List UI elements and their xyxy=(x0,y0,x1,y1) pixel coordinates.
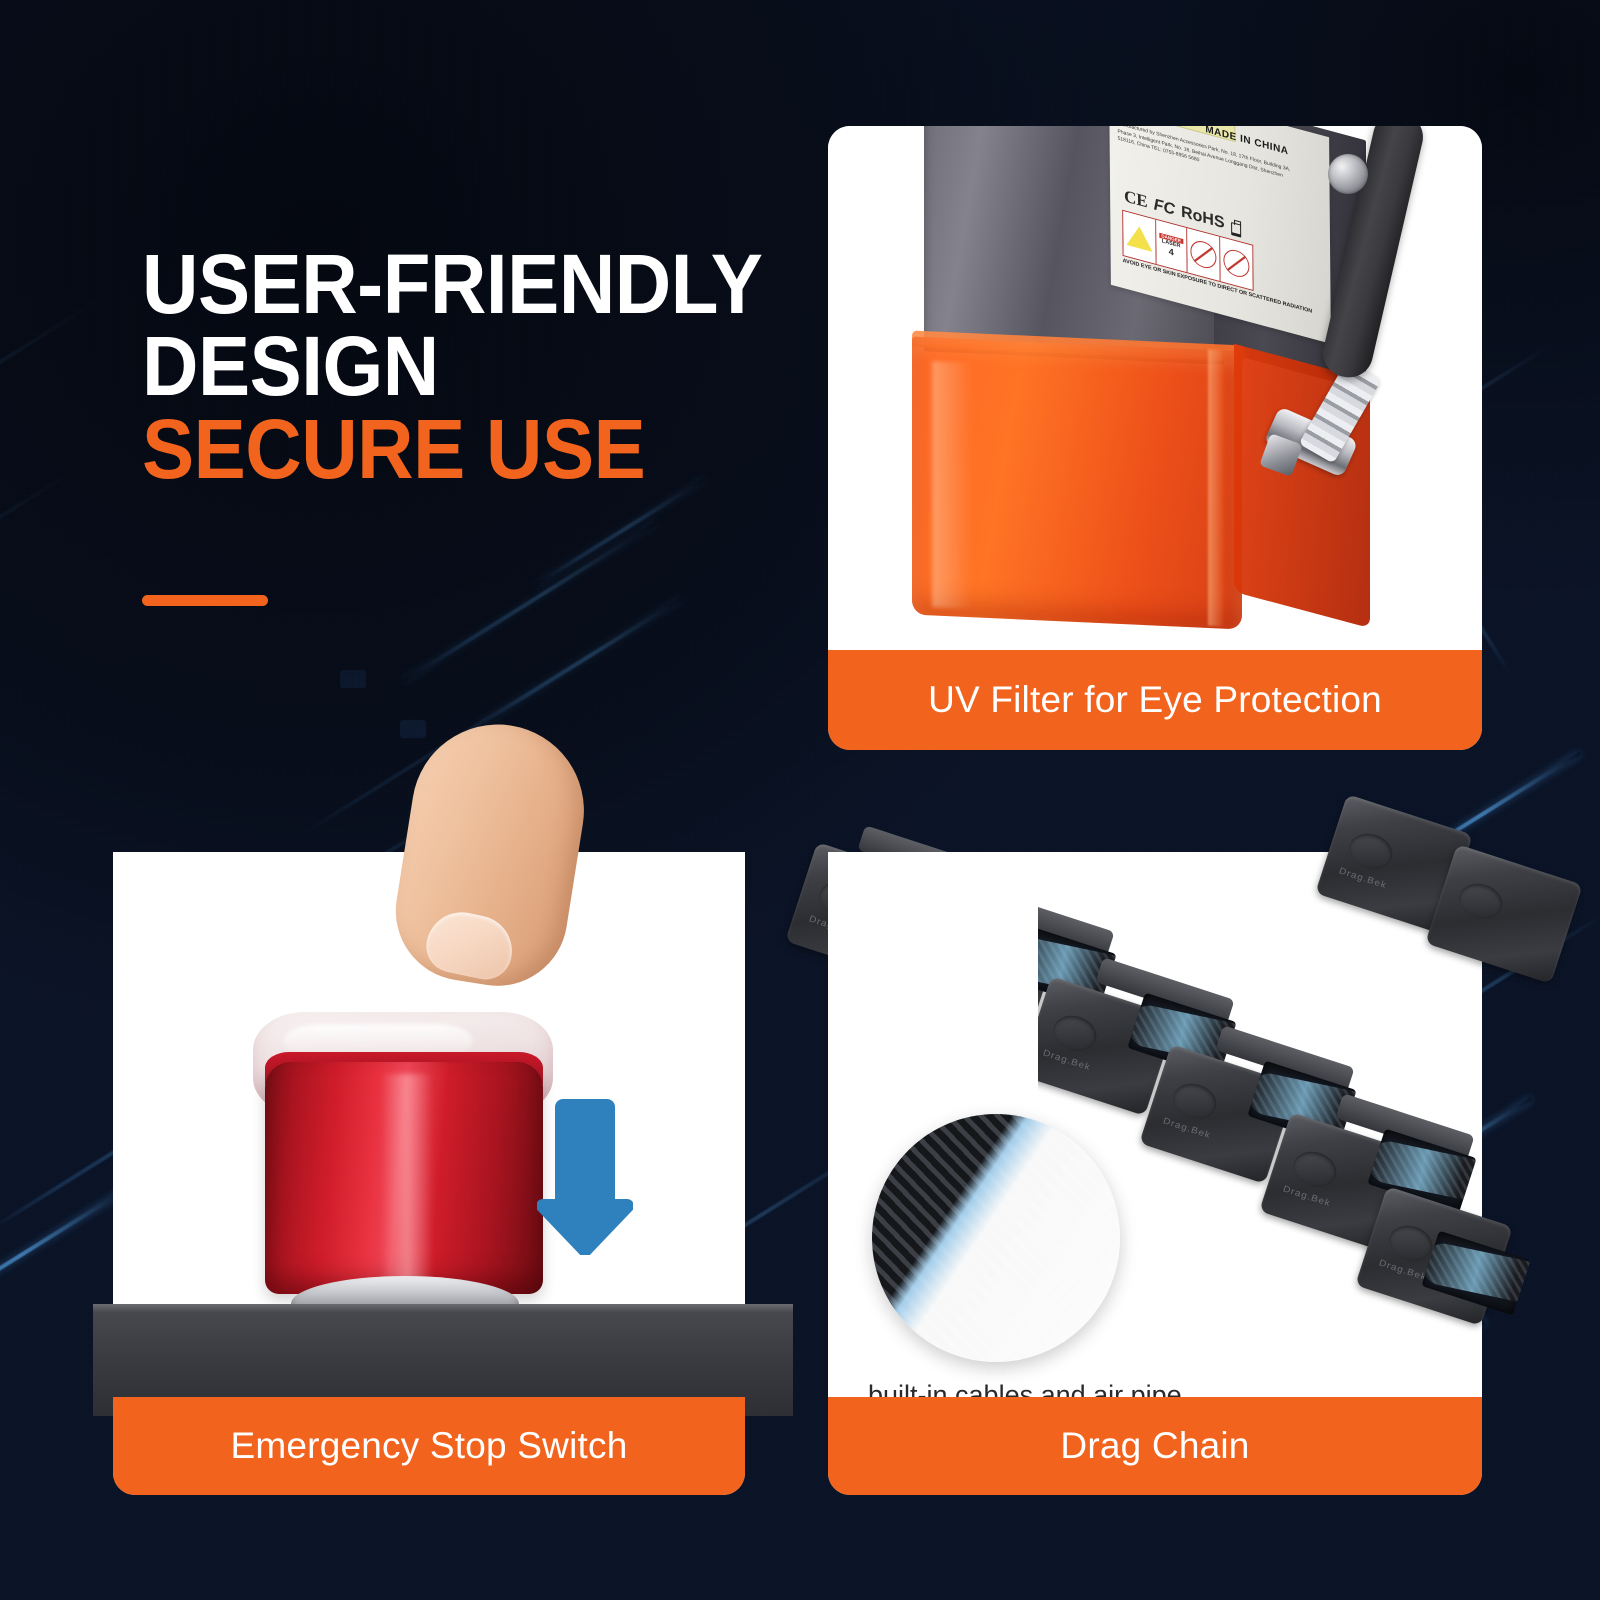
hazard-cell-symbol xyxy=(1123,211,1157,264)
panel-uv-filter: Complies with IEC 60825-1 MADE IN CHINA … xyxy=(828,126,1482,750)
label-laser-class: 4 xyxy=(1168,245,1174,258)
drag-chain-image: Drag.Bek Drag.Bek Drag.Bek xyxy=(785,794,1583,1412)
housing-screw-icon xyxy=(1328,154,1368,194)
uv-shield-corner-edge xyxy=(1208,349,1224,627)
hazard-cell-no-skin xyxy=(1219,236,1253,290)
hazard-cell-class: DANGER LASER 4 xyxy=(1156,219,1188,273)
laser-hazard-triangle-icon xyxy=(1126,223,1152,252)
link-pivot-hole xyxy=(1048,1010,1101,1057)
uv-filter-caption: UV Filter for Eye Protection xyxy=(828,650,1482,750)
link-pivot-hole xyxy=(1454,878,1507,925)
link-brand-text: Drag.Bek xyxy=(1041,1048,1092,1073)
emergency-stop-image xyxy=(93,712,793,1416)
headline-line-3: SECURE USE xyxy=(142,401,646,496)
link-brand-text: Drag.Bek xyxy=(1337,866,1388,891)
drag-chain-caption: Drag Chain xyxy=(828,1397,1482,1495)
no-skin-exposure-icon xyxy=(1222,246,1250,280)
headline-block: USER-FRIENDLY DESIGN SECURE USE xyxy=(142,237,842,496)
magnifier-callout xyxy=(872,1114,1120,1362)
ce-mark-icon: CE xyxy=(1124,186,1148,212)
uv-shield-gloss xyxy=(932,361,972,609)
estop-button-specular xyxy=(381,1074,433,1286)
panel-drag-chain: Drag.Bek Drag.Bek Drag.Bek xyxy=(785,794,1583,1495)
link-pivot-hole xyxy=(1168,1078,1221,1125)
link-brand-text: Drag.Bek xyxy=(1161,1116,1212,1141)
headline-line-2: DESIGN xyxy=(142,319,439,414)
no-eye-exposure-icon xyxy=(1189,237,1217,271)
label-manufacturer: Manufactured by Shenzhen Accessories Par… xyxy=(1117,126,1291,179)
panel-emergency-stop: Emergency Stop Switch xyxy=(93,712,793,1495)
link-pivot-hole xyxy=(1288,1146,1341,1193)
link-pivot-hole xyxy=(1344,828,1397,875)
press-down-arrow-icon xyxy=(537,1099,633,1255)
uv-filter-image: Complies with IEC 60825-1 MADE IN CHINA … xyxy=(828,126,1482,650)
link-brand-text: Drag.Bek xyxy=(1281,1184,1332,1209)
machine-base-edge xyxy=(93,1304,793,1312)
link-brand-text: Drag.Bek xyxy=(1377,1258,1428,1283)
headline-line-1: USER-FRIENDLY xyxy=(142,237,763,331)
headline-accent-rule xyxy=(142,595,268,606)
hazard-cell-no-eye xyxy=(1186,228,1221,282)
emergency-stop-caption: Emergency Stop Switch xyxy=(113,1397,745,1495)
fcc-mark-icon: FC xyxy=(1153,196,1176,219)
weee-bin-icon xyxy=(1230,221,1241,238)
